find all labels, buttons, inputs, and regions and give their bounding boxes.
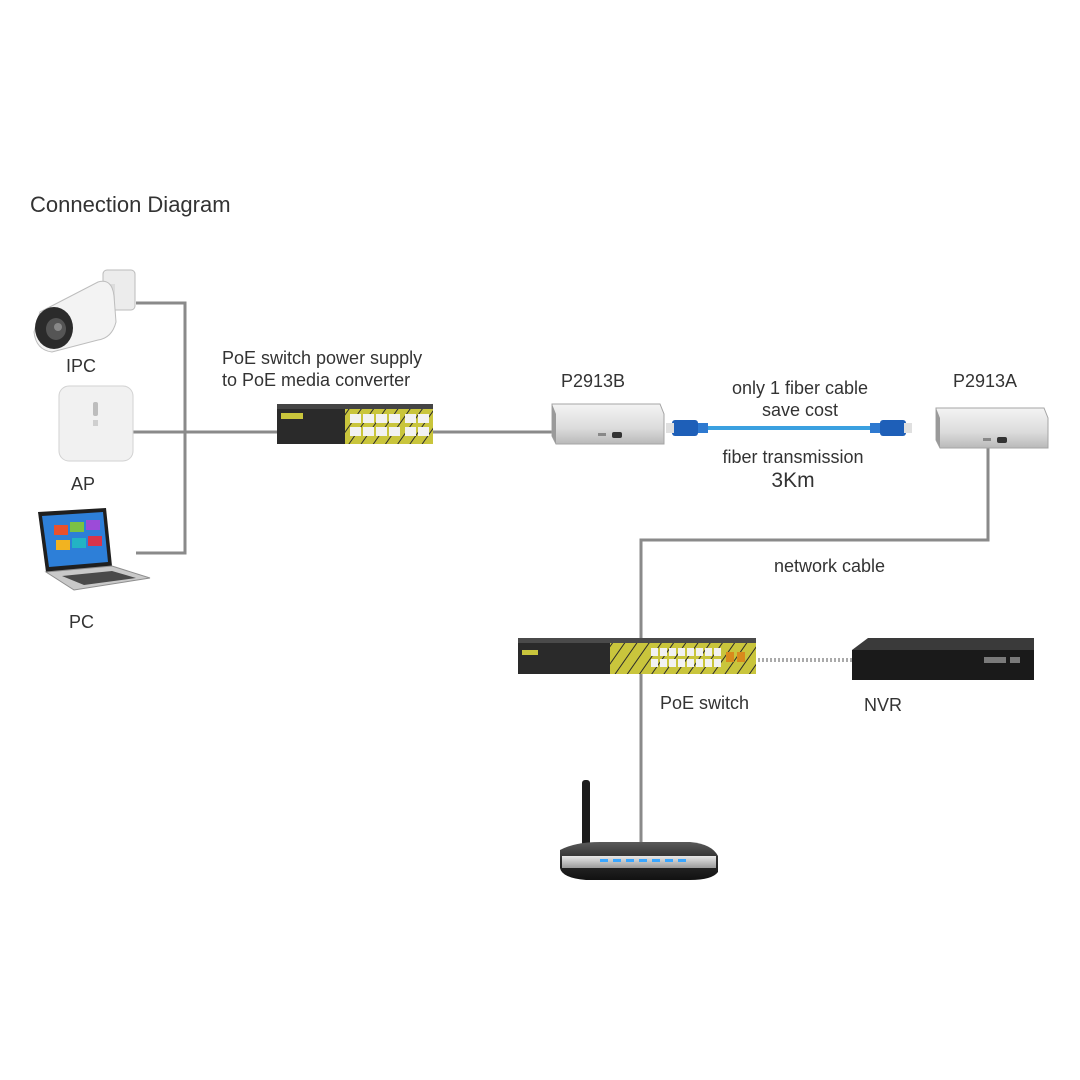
p2913b-label: P2913B bbox=[561, 371, 626, 391]
fiber-transmission-label: fiber transmission bbox=[722, 447, 864, 467]
router-icon bbox=[560, 780, 718, 880]
supply-annotation-line2: to PoE media converter bbox=[222, 370, 411, 390]
ipc-cable bbox=[136, 301, 187, 555]
poe-switch-ports bbox=[651, 648, 721, 667]
nvr-icon bbox=[852, 638, 1034, 680]
pc-label: PC bbox=[69, 612, 95, 632]
poe-switch-small-icon bbox=[277, 404, 433, 444]
ap-icon bbox=[58, 385, 134, 462]
ipc-label: IPC bbox=[66, 356, 97, 376]
ipc-camera-icon bbox=[33, 269, 136, 353]
pc-laptop-icon bbox=[38, 508, 151, 591]
fiber-cable bbox=[666, 420, 912, 436]
fiber-connector-left bbox=[666, 420, 708, 436]
ap-label: AP bbox=[71, 474, 96, 494]
network-cable-line bbox=[639, 448, 990, 640]
fiber-distance-label: 3Km bbox=[771, 469, 815, 492]
fiber-annotation-line1: only 1 fiber cable bbox=[731, 378, 869, 398]
nvr-label: NVR bbox=[864, 695, 903, 715]
router-leds bbox=[600, 859, 686, 862]
connection-lines bbox=[133, 301, 990, 845]
p2913a-label: P2913A bbox=[953, 371, 1018, 391]
p2913b-converter-icon bbox=[551, 403, 665, 445]
poe-switch-icon bbox=[518, 638, 756, 674]
p2913a-converter-icon bbox=[935, 407, 1049, 449]
supply-annotation-line1: PoE switch power supply bbox=[222, 348, 423, 368]
fiber-annotation-line2: save cost bbox=[761, 400, 839, 420]
fiber-connector-right bbox=[870, 420, 912, 436]
network-cable-label: network cable bbox=[774, 556, 886, 576]
diagram-title: Connection Diagram bbox=[30, 192, 231, 217]
poe-switch-label: PoE switch bbox=[660, 693, 750, 713]
